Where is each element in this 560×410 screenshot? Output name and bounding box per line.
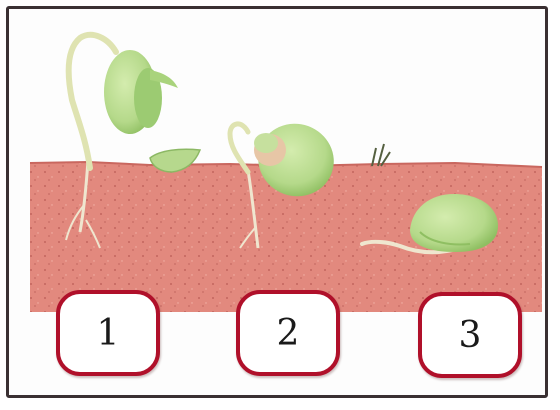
label-3-box: 3 bbox=[418, 292, 522, 378]
label-2-box: 2 bbox=[236, 290, 340, 376]
label-3-text: 3 bbox=[459, 315, 482, 356]
grass-sprout bbox=[372, 144, 390, 166]
label-1-box: 1 bbox=[56, 290, 160, 376]
label-2-text: 2 bbox=[277, 313, 300, 354]
label-1-text: 1 bbox=[97, 313, 120, 354]
